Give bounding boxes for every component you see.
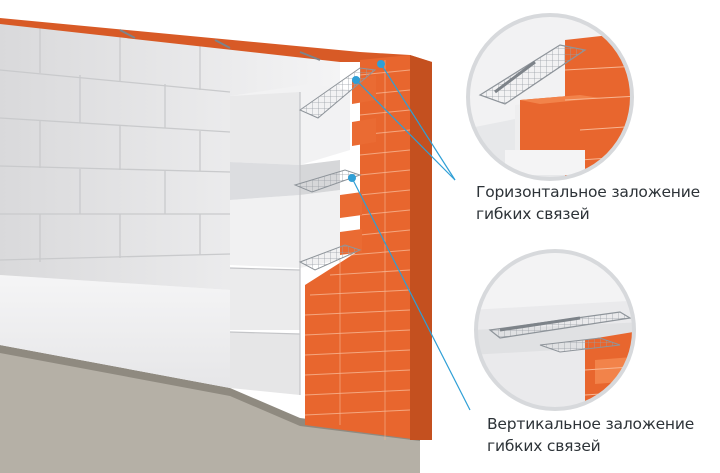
label-vertical-ties: Вертикальное заложение гибких связей: [487, 413, 694, 457]
corner-blocks: [229, 84, 350, 395]
interior-floor: [0, 275, 230, 388]
label-horizontal-line1: Горизонтальное заложение: [476, 183, 700, 201]
leader-lines: [351, 63, 471, 411]
dot-marker-icon: [348, 174, 356, 182]
label-horizontal-line2: гибких связей: [476, 205, 590, 223]
top-brick-course: [0, 18, 410, 62]
top-ties: [119, 29, 321, 61]
magnifier-circle-icon: [466, 13, 634, 181]
dot-marker-icon: [377, 60, 385, 68]
dot-marker-icon: [352, 76, 360, 84]
foundation-top: [0, 345, 420, 441]
label-horizontal-ties: Горизонтальное заложение гибких связей: [476, 181, 700, 225]
label-vertical-line1: Вертикальное заложение: [487, 415, 695, 433]
magnifier-circle-icon: [474, 249, 636, 411]
aerated-wall-joints: [0, 26, 231, 262]
label-vertical-line2: гибких связей: [487, 437, 601, 455]
aerated-wall-face: [0, 22, 340, 290]
foundation: [0, 352, 420, 473]
